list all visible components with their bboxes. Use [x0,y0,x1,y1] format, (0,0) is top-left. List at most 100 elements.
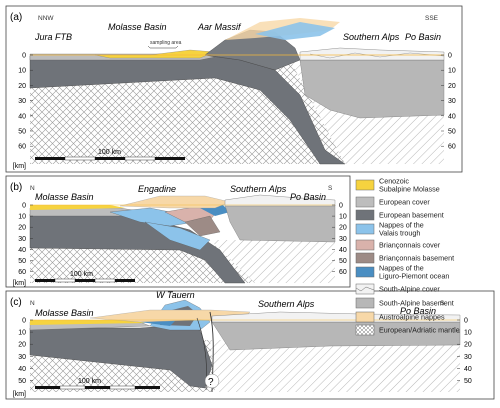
legend-swatch-south_alpine_basement [355,297,375,309]
depth-tick-label: 50 [339,258,347,265]
scale-bar-c: 100 km [35,378,160,390]
depth-tick-label: 10 [448,68,456,75]
depth-tick-label: 20 [448,83,456,90]
depth-tick-label: 30 [339,236,347,243]
panel-c: (c) N S Molasse Basin W Tauern Southern … [5,290,495,400]
depth-tick-label: 20 [18,225,26,232]
legend-label-austroalpine: Austroalpine nappes [379,313,445,322]
label-massif-b: Engadine [138,184,176,194]
depth-tick-label: 40 [464,366,472,373]
label-massif-c: W Tauern [156,290,195,300]
depth-axis-b: 0 0 10 10 20 20 30 30 40 40 50 50 60 60 [km] [13,203,347,288]
depth-tick-label: 10 [18,214,26,221]
scale-bar-a: 100 km [35,149,185,161]
depth-tick-label: 0 [22,53,26,60]
scale-bar-b: 100 km [35,271,135,283]
depth-tick-label: 20 [464,342,472,349]
legend-swatch-south_alpine_cover [355,283,375,295]
depth-tick-label: 60 [339,269,347,276]
depth-tick-label: 40 [18,366,26,373]
scale-label-a: 100 km [98,149,121,156]
depth-tick-label: 50 [18,378,26,385]
legend-label-south_alpine_basement: South-Alpine basement [379,299,454,308]
label-po-a: Po Basin [405,32,441,42]
depth-unit-label: [km] [13,163,26,170]
depth-tick-label: 30 [448,98,456,105]
panel-label-b: (b) [10,182,22,193]
depth-tick-label: 0 [339,203,343,210]
depth-tick-label: 0 [464,318,468,325]
depth-tick-label: 30 [18,354,26,361]
scale-label-c: 100 km [78,378,101,385]
depth-tick-label: 50 [18,129,26,136]
label-po-c: Po Basin [400,306,436,316]
orientation-left-c: N [30,300,35,307]
depth-tick-label: 30 [18,98,26,105]
legend-swatch-brianconnais_basement [355,252,375,264]
depth-axis-a: 0 0 10 10 20 20 30 30 40 40 50 50 60 60 [km] [13,53,456,171]
legend-swatch-european_basement [355,209,375,221]
depth-tick-label: 20 [339,225,347,232]
depth-tick-label: 30 [464,354,472,361]
depth-tick-label: 10 [464,330,472,337]
depth-tick-label: 0 [22,318,26,325]
legend-swatch-liguro_piemont [355,266,375,278]
depth-tick-label: 60 [448,144,456,151]
label-sampling-area: sampling area [150,40,182,46]
legend-swatch-austroalpine [355,311,375,323]
label-southern-alps-b: Southern Alps [230,184,287,194]
legend-label-brianconnais_cover: Briançonnais cover [379,241,441,250]
legend-label-european_cover: European cover [379,198,430,207]
legend-swatch-brianconnais_cover [355,239,375,251]
depth-tick-label: 10 [18,68,26,75]
legend-swatch-cenozoic_molasse [355,179,375,191]
question-mark: ? [208,377,214,388]
depth-tick-label: 40 [339,247,347,254]
label-molasse-b: Molasse Basin [35,192,94,202]
legend-label-european_basement: European basement [379,211,444,220]
orientation-right-b: S [328,185,333,192]
label-massif-a: Aar Massif [197,22,242,32]
orientation-left-b: N [30,185,35,192]
depth-tick-label: 0 [448,53,452,60]
orientation-left-a: NNW [38,15,54,22]
legend-swatch-mantle_hatch [355,324,375,336]
legend-label-south_alpine_cover: South-Alpine cover [379,285,440,294]
depth-tick-label: 50 [464,378,472,385]
panel-b: (b) N S Molasse Basin Engadine Southern … [5,175,351,288]
orientation-right-a: SSE [425,15,439,22]
label-molasse-a: Molasse Basin [108,22,167,32]
depth-tick-label: 20 [18,83,26,90]
legend-swatch-european_cover [355,196,375,208]
depth-tick-label: 40 [18,113,26,120]
label-po-b: Po Basin [290,192,326,202]
depth-tick-label: 50 [18,258,26,265]
depth-tick-label: 40 [448,113,456,120]
panel-label-c: (c) [10,297,22,308]
orientation-right-c: S [440,300,445,307]
label-molasse-c: Molasse Basin [35,308,94,318]
depth-tick-label: 0 [22,203,26,210]
panel-label-a: (a) [10,12,22,23]
depth-tick-label: 60 [18,269,26,276]
label-southern-alps-c: Southern Alps [258,299,315,309]
depth-tick-label: 30 [18,236,26,243]
depth-unit-label: [km] [13,280,26,287]
scale-label-b: 100 km [70,271,93,278]
depth-unit-label: [km] [13,391,26,398]
depth-tick-label: 50 [448,129,456,136]
depth-tick-label: 60 [18,144,26,151]
legend-swatch-valais_nappes [355,223,375,235]
depth-tick-label: 10 [339,214,347,221]
depth-tick-label: 40 [18,247,26,254]
legend-label-mantle_hatch: European/Adriatic mantle [379,326,460,335]
depth-tick-label: 20 [18,342,26,349]
panel-a: (a) NNW SSE Jura FTB Molasse Basin Aar M… [5,5,463,173]
